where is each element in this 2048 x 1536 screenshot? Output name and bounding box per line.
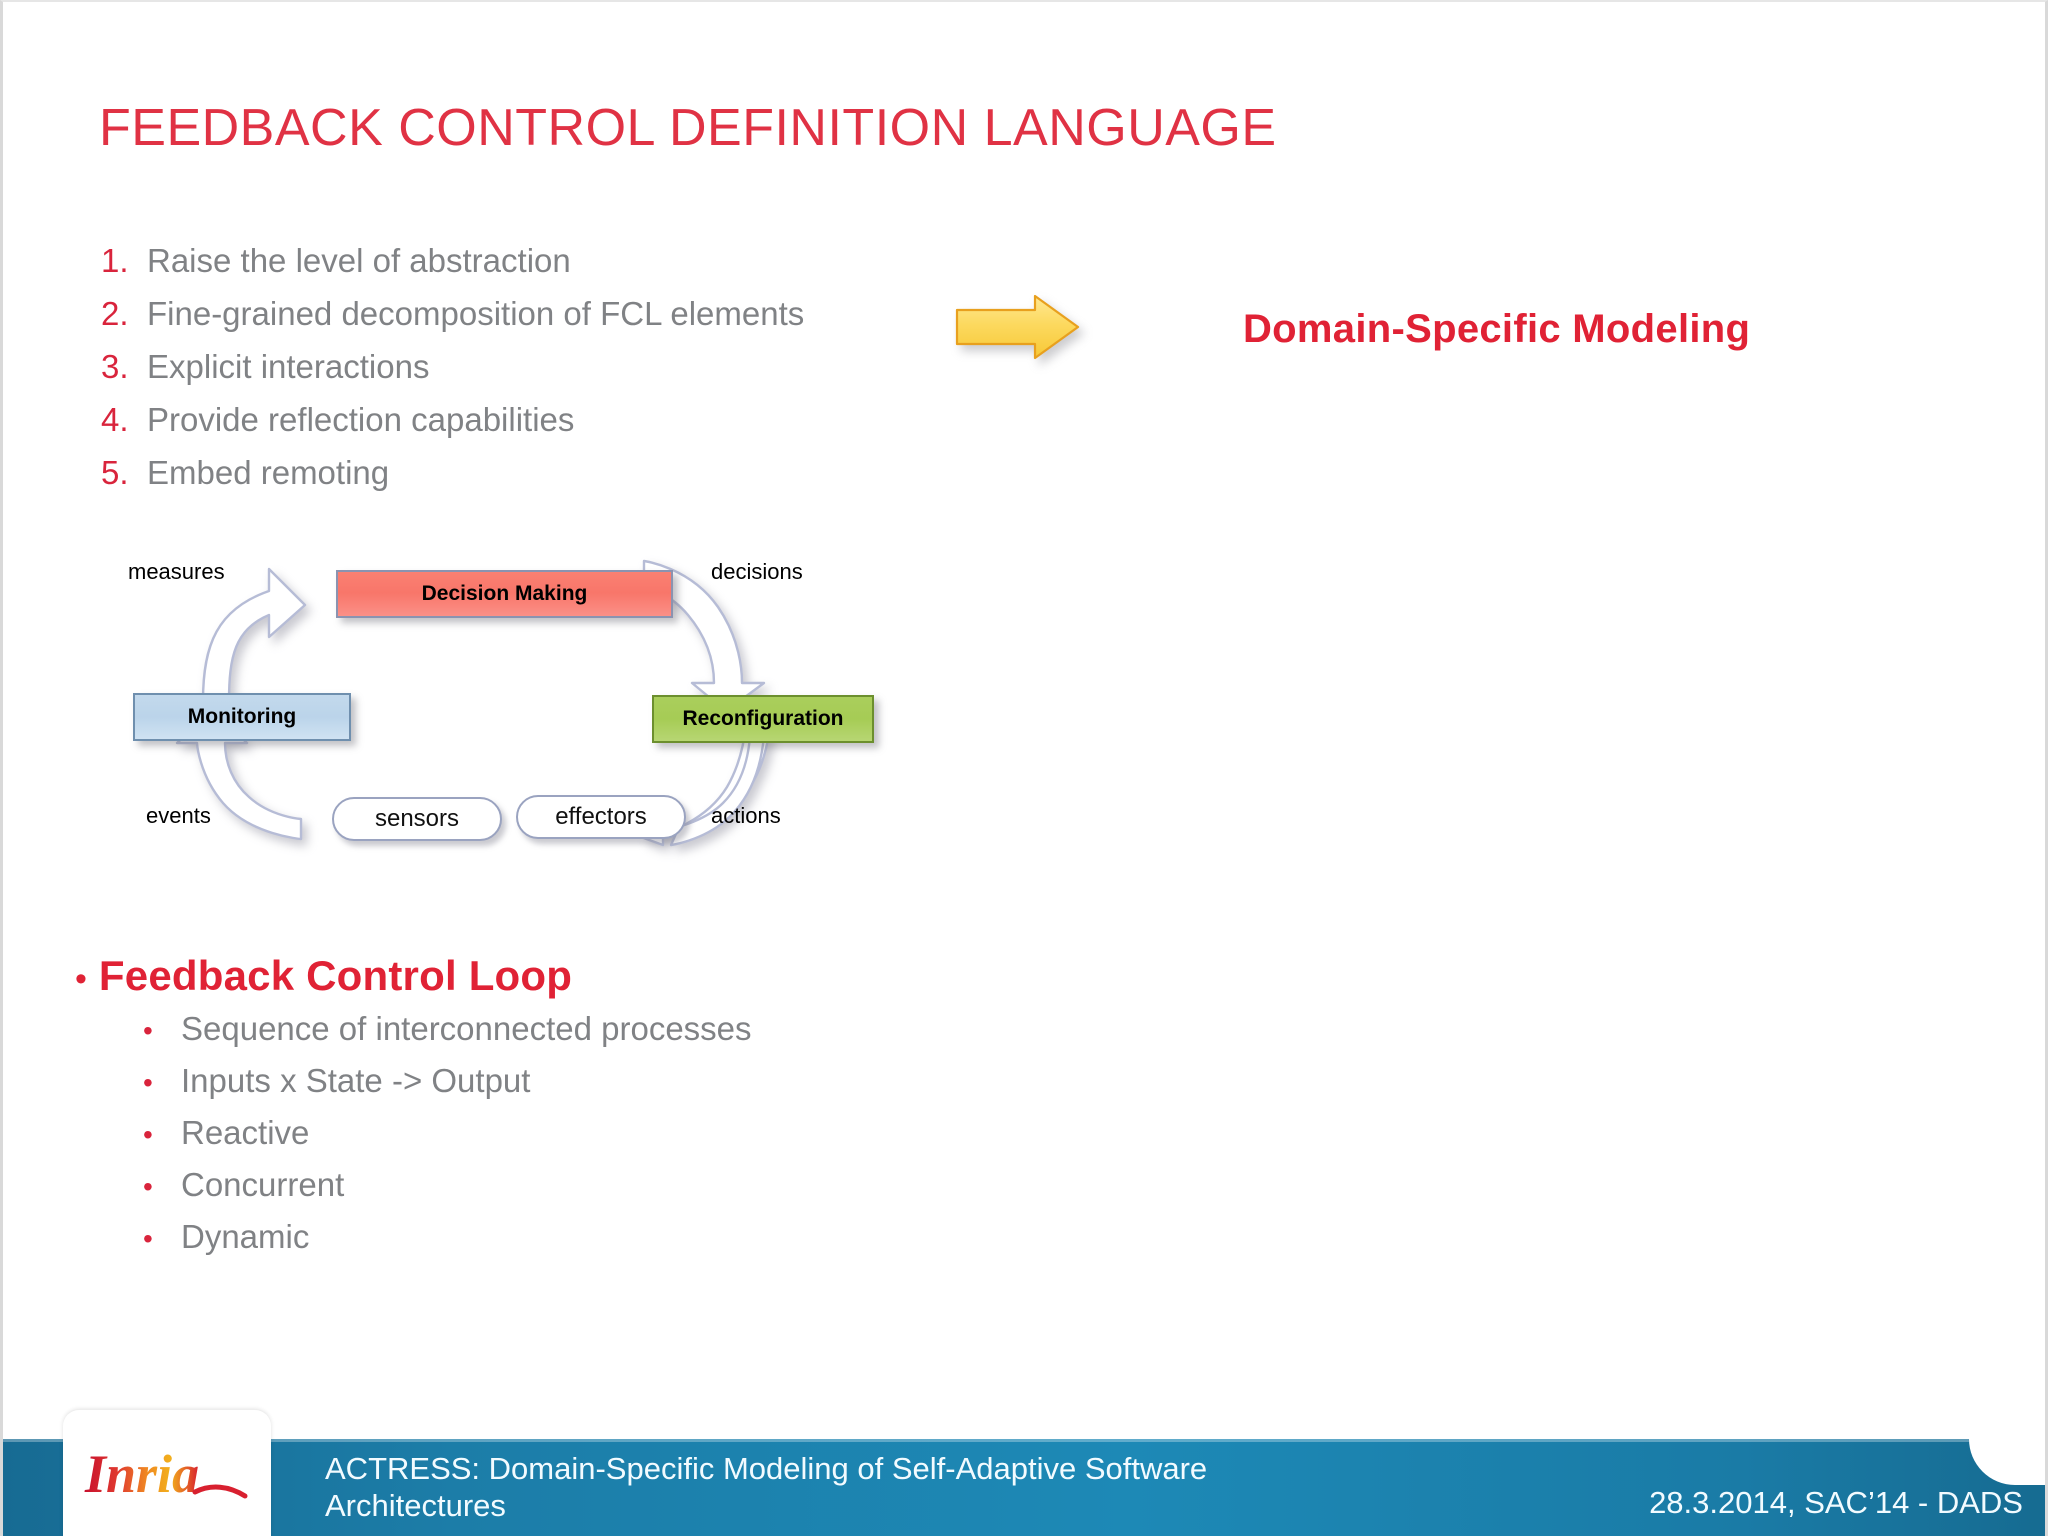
list-item-label: Reactive	[181, 1114, 310, 1151]
footer-title: ACTRESS: Domain-Specific Modeling of Sel…	[325, 1451, 1325, 1524]
edge-label-decisions: decisions	[711, 559, 803, 584]
inria-logo: Inria	[63, 1410, 271, 1536]
list-item-label: Explicit interactions	[147, 348, 430, 385]
bullet-dot-icon: •	[143, 1067, 153, 1098]
list-item: 5. Embed remoting	[101, 454, 1001, 507]
list-item: 3. Explicit interactions	[101, 348, 1001, 401]
section-heading-label: Feedback Control Loop	[98, 952, 573, 999]
list-item-label: Dynamic	[181, 1218, 310, 1255]
list-item-marker: 3.	[101, 348, 129, 385]
inria-wordmark: Inria	[84, 1444, 199, 1504]
diagram-pill-sensors[interactable]: sensors	[332, 797, 502, 841]
slide-footer: ACTRESS: Domain-Specific Modeling of Sel…	[3, 1439, 2045, 1536]
bullet-dot-icon: •	[143, 1119, 153, 1150]
feedback-control-loop-diagram: Decision Making Monitoring Reconfigurati…	[128, 527, 893, 847]
bullet-dot-icon: •	[143, 1015, 153, 1046]
dsm-headline: Domain-Specific Modeling	[1243, 307, 1751, 351]
list-item-label: Raise the level of abstraction	[147, 242, 571, 279]
diagram-box-decision-making[interactable]: Decision Making	[336, 570, 673, 618]
list-item-marker: 5.	[101, 454, 129, 491]
diagram-box-reconfiguration[interactable]: Reconfiguration	[652, 695, 874, 743]
footer-title-line2: Architectures	[325, 1487, 506, 1523]
footer-top-divider	[3, 1439, 2045, 1442]
list-item-label: Embed remoting	[147, 454, 390, 491]
list-item-marker: 2.	[101, 295, 129, 332]
list-item: • Concurrent	[143, 1166, 1475, 1218]
diagram-pill-label: sensors	[374, 805, 460, 832]
decisions-arrow-icon	[642, 559, 766, 713]
edge-label-measures: measures	[128, 559, 225, 584]
diagram-box-label: Monitoring	[187, 705, 297, 728]
edge-label-events: events	[146, 803, 211, 828]
list-item-label: Concurrent	[181, 1166, 345, 1203]
list-item-marker: 1.	[101, 242, 129, 279]
list-item: • Reactive	[143, 1114, 1475, 1166]
measures-arrow-icon	[201, 567, 307, 703]
edge-label-actions: actions	[711, 803, 781, 828]
section-heading: • Feedback Control Loop	[75, 952, 1475, 1000]
list-item: 1. Raise the level of abstraction	[101, 242, 1001, 295]
diagram-box-label: Decision Making	[421, 582, 588, 605]
list-item: • Dynamic	[143, 1218, 1475, 1270]
list-item-label: Fine-grained decomposition of FCL elemen…	[147, 295, 805, 332]
list-item-label: Provide reflection capabilities	[147, 401, 575, 438]
diagram-pill-label: effectors	[555, 803, 647, 830]
list-item-label: Sequence of interconnected processes	[181, 1010, 752, 1047]
inria-logo-icon: Inria	[84, 1444, 248, 1504]
feedback-control-loop-section: • Feedback Control Loop • Sequence of in…	[75, 952, 1475, 1270]
list-item: 2. Fine-grained decomposition of FCL ele…	[101, 295, 1001, 348]
diagram-box-monitoring[interactable]: Monitoring	[133, 693, 351, 741]
bullet-dot-icon: •	[75, 960, 87, 998]
list-item: • Inputs x State -> Output	[143, 1062, 1475, 1114]
footer-corner-notch	[1969, 1439, 2045, 1485]
bullet-dot-icon: •	[143, 1223, 153, 1254]
footer-date: 28.3.2014, SAC’14 - DADS	[1649, 1485, 2023, 1520]
diagram-pill-effectors[interactable]: effectors	[516, 795, 686, 839]
list-item: • Sequence of interconnected processes	[143, 1010, 1475, 1062]
section-bullet-list: • Sequence of interconnected processes •…	[143, 1010, 1475, 1270]
list-item-label: Inputs x State -> Output	[181, 1062, 531, 1099]
events-arrow-icon	[175, 707, 303, 841]
page-title: FEEDBACK CONTROL DEFINITION LANGUAGE	[99, 99, 1277, 157]
bullet-dot-icon: •	[143, 1171, 153, 1202]
list-item-marker: 4.	[101, 401, 129, 438]
numbered-requirements-list: 1. Raise the level of abstraction 2. Fin…	[101, 242, 1001, 507]
list-item: 4. Provide reflection capabilities	[101, 401, 1001, 454]
diagram-box-label: Reconfiguration	[682, 707, 844, 730]
right-block-arrow-icon	[955, 294, 1080, 360]
footer-title-line1: ACTRESS: Domain-Specific Modeling of Sel…	[325, 1451, 1208, 1486]
